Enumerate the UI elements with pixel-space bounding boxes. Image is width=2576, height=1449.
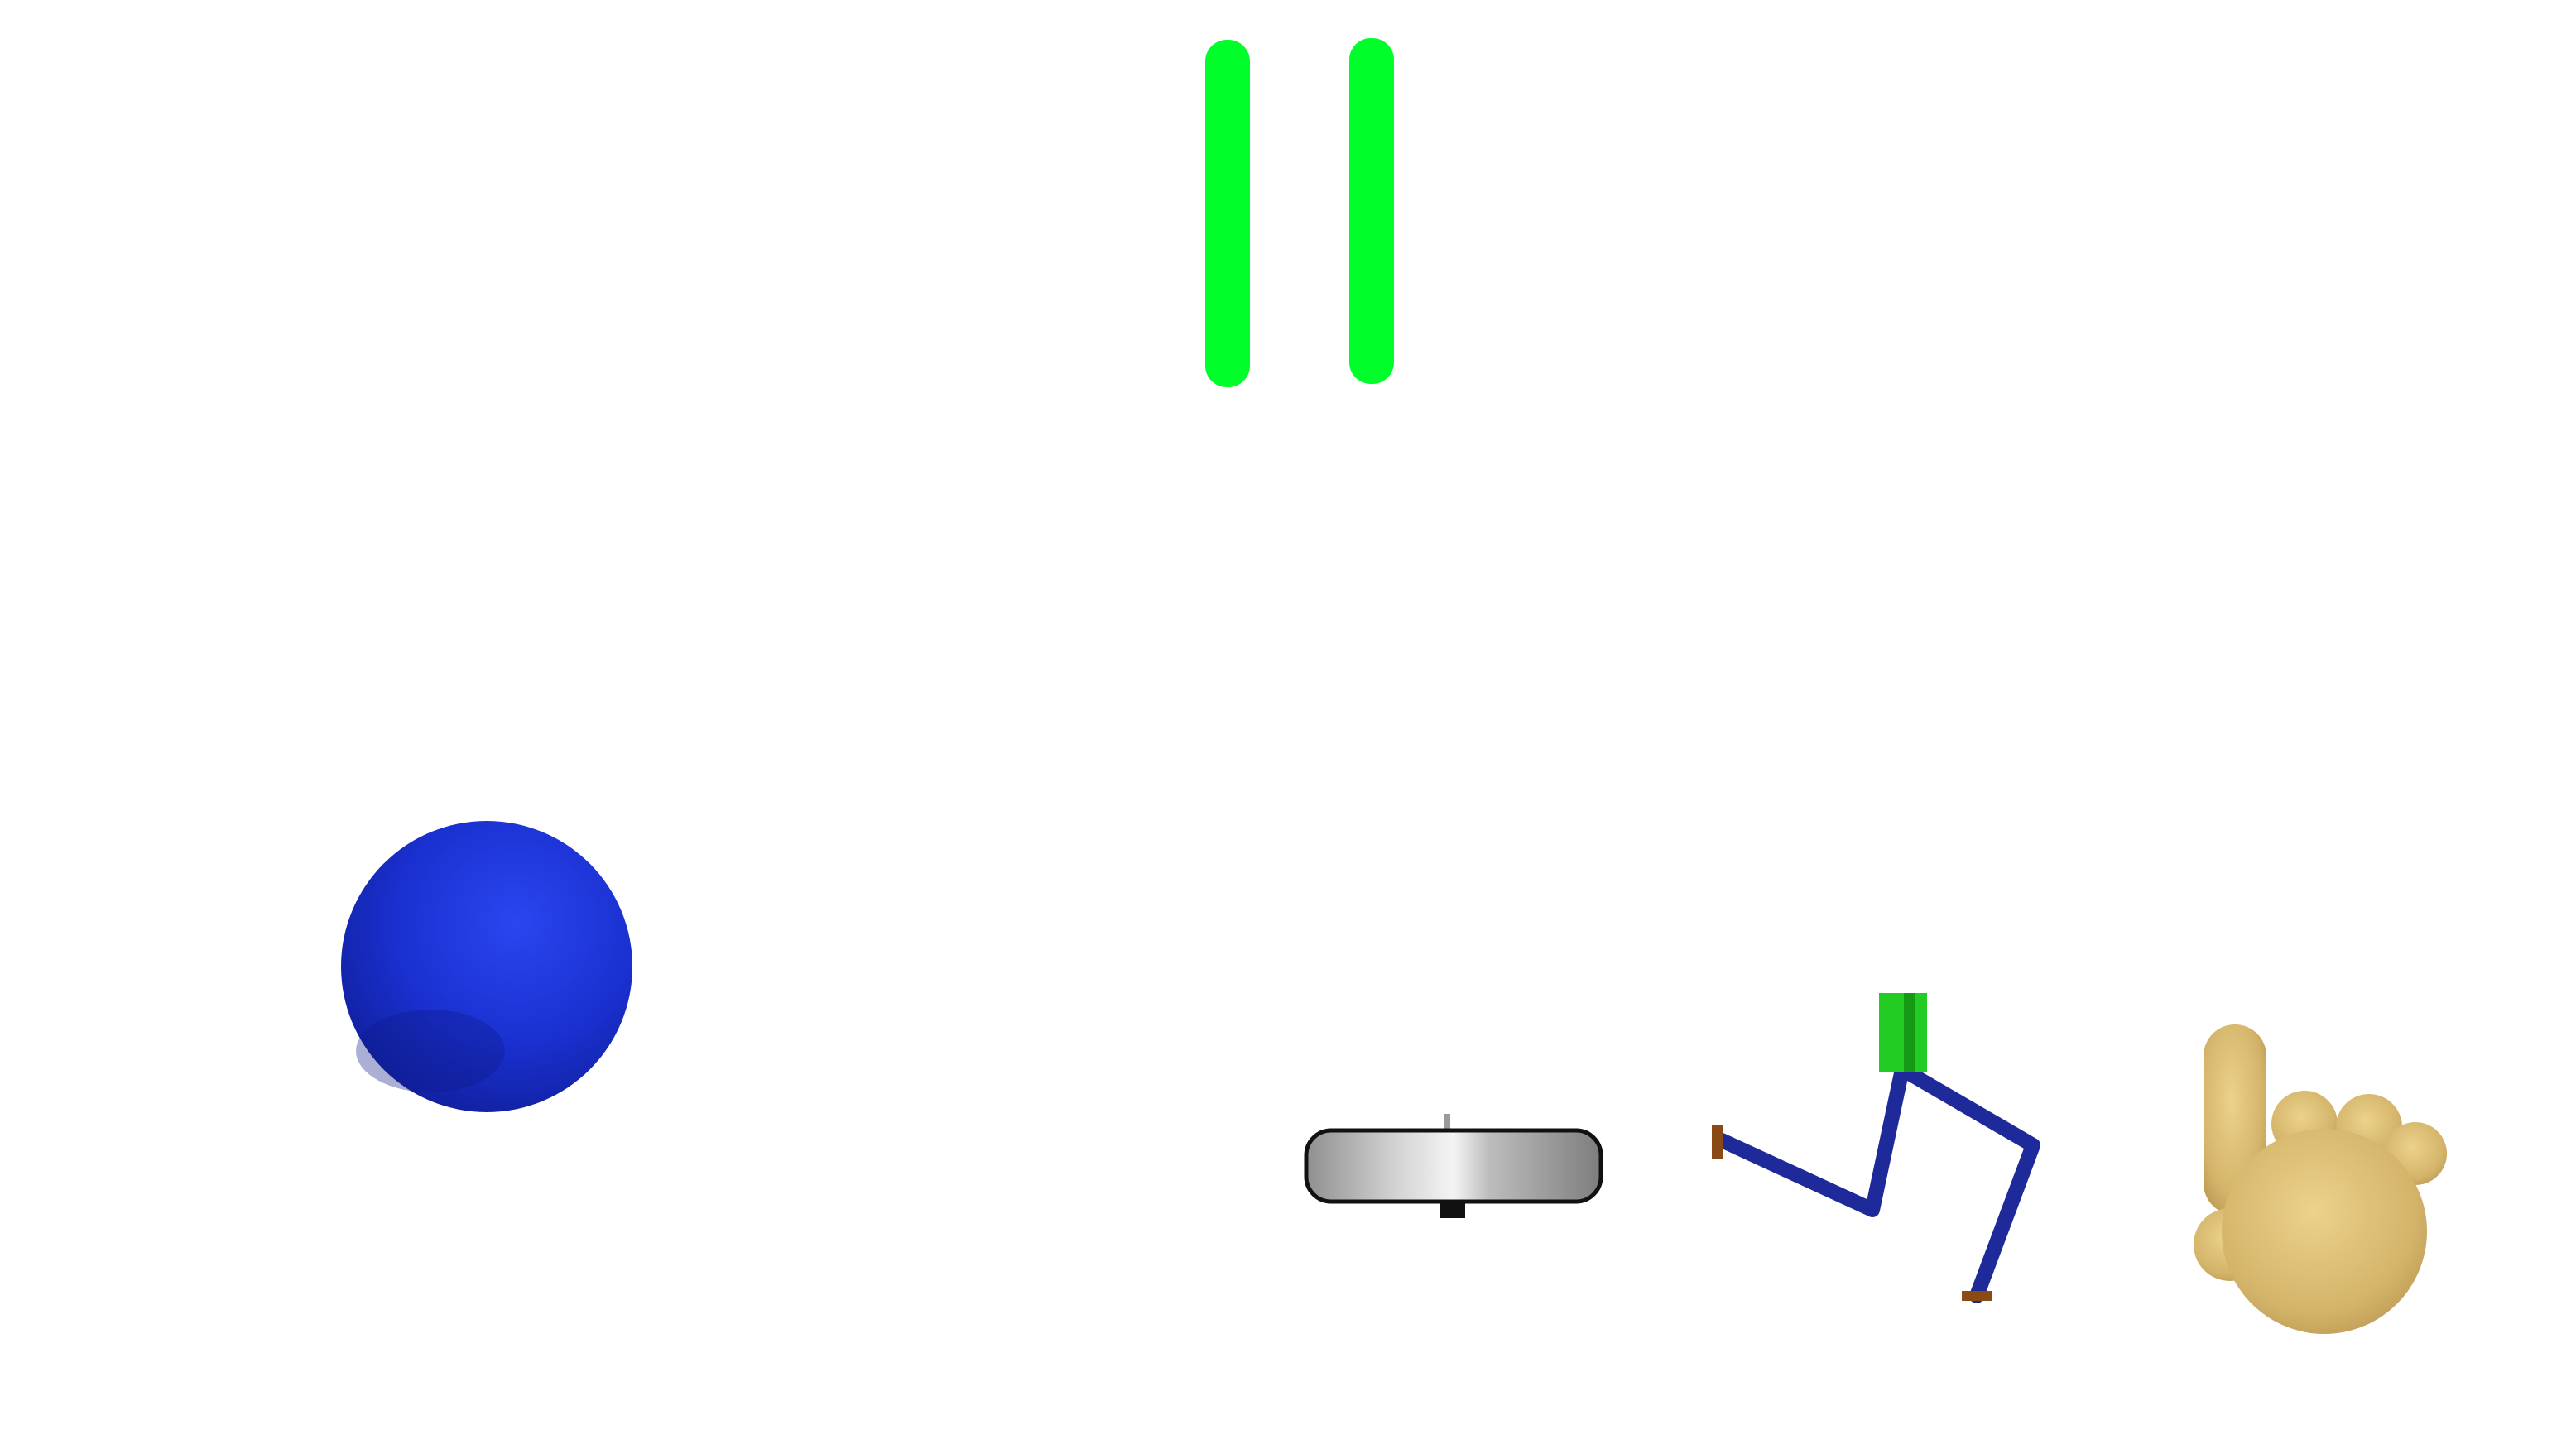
- walker-figure[interactable]: [1712, 993, 2040, 1303]
- hand-pointer-icon[interactable]: [2194, 1024, 2447, 1334]
- walker-body: [1879, 993, 1927, 1072]
- pause-bar-right: [1349, 38, 1394, 384]
- pause-bar-left: [1205, 40, 1250, 387]
- pause-button[interactable]: [1205, 38, 1394, 387]
- blue-ball[interactable]: [341, 821, 632, 1112]
- rearview-mirror[interactable]: [1304, 1114, 1603, 1218]
